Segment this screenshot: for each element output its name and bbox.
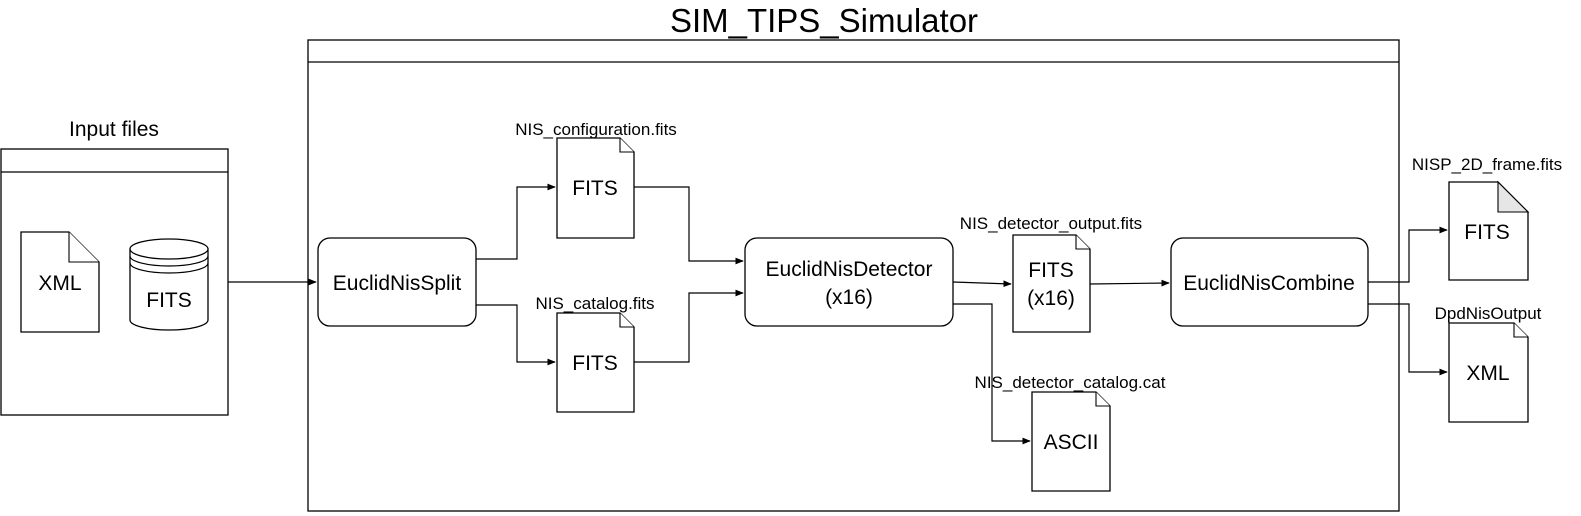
configuration-fits-label: FITS bbox=[572, 177, 618, 200]
detector-catalog-file-caption: NIS_detector_catalog.cat bbox=[975, 373, 1166, 392]
detector-catalog-ascii-label: ASCII bbox=[1044, 431, 1099, 454]
diagram-title: SIM_TIPS_Simulator bbox=[670, 2, 978, 39]
output-to-combine-arrow bbox=[1089, 279, 1170, 287]
input-fits-database bbox=[129, 238, 209, 331]
catalog-fits-document bbox=[556, 312, 635, 413]
split-process-box bbox=[317, 237, 477, 327]
input-xml-document bbox=[20, 231, 100, 333]
frame-file-caption: NISP_2D_frame.fits bbox=[1412, 155, 1562, 174]
combine-to-xml-output-arrow bbox=[1368, 303, 1448, 376]
detector-output-fits-document bbox=[1012, 234, 1091, 333]
detector-output-fits-multiplier: (x16) bbox=[1027, 287, 1075, 310]
frame-fits-document bbox=[1448, 180, 1530, 281]
output-xml-document bbox=[1448, 322, 1529, 423]
detector-catalog-ascii-document bbox=[1031, 391, 1111, 492]
combine-to-frame-arrow bbox=[1368, 226, 1448, 283]
detector-process-label: EuclidNisDetector bbox=[766, 258, 933, 281]
detector-to-output-arrow bbox=[952, 280, 1012, 288]
catalog-to-detector-arrow bbox=[634, 289, 744, 363]
detector-process-box bbox=[744, 237, 954, 327]
detector-to-catalog-arrow bbox=[953, 303, 1031, 445]
frame-fits-label: FITS bbox=[1464, 221, 1510, 244]
input-xml-label: XML bbox=[38, 272, 81, 295]
configuration-to-detector-arrow bbox=[634, 186, 744, 265]
combine-process-label: EuclidNisCombine bbox=[1183, 272, 1355, 295]
output-file-caption: DpdNisOutput bbox=[1435, 304, 1542, 323]
configuration-fits-document bbox=[556, 137, 635, 239]
input-files-title: Input files bbox=[69, 118, 159, 141]
catalog-file-caption: NIS_catalog.fits bbox=[535, 294, 654, 313]
catalog-fits-label: FITS bbox=[572, 352, 618, 375]
split-process-label: EuclidNisSplit bbox=[333, 272, 462, 295]
detector-output-file-caption: NIS_detector_output.fits bbox=[960, 214, 1142, 233]
detector-process-multiplier: (x16) bbox=[825, 286, 873, 309]
split-to-catalog-arrow bbox=[476, 304, 556, 366]
output-xml-label: XML bbox=[1466, 362, 1509, 385]
input-fits-label: FITS bbox=[146, 289, 192, 312]
detector-output-fits-label: FITS bbox=[1028, 259, 1074, 282]
configuration-file-caption: NIS_configuration.fits bbox=[515, 120, 677, 139]
split-to-configuration-arrow bbox=[476, 183, 556, 260]
